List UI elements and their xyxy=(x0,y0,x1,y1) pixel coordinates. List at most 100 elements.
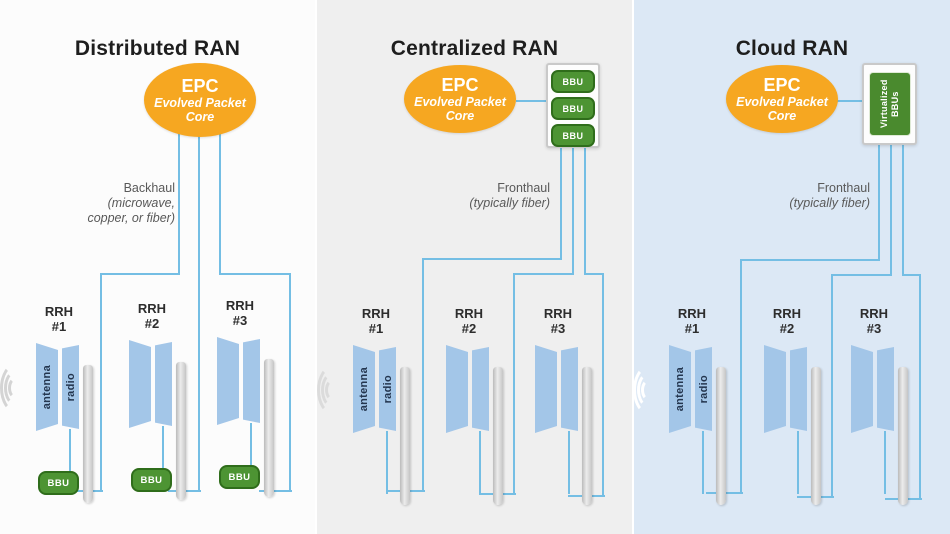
bbu-hub: BBU BBU BBU xyxy=(546,63,600,148)
radio-label: radio xyxy=(64,372,77,402)
mast-pole xyxy=(811,367,821,505)
connection-line xyxy=(878,145,880,261)
connection-line xyxy=(831,274,892,276)
connection-line xyxy=(219,273,291,275)
rrh-site-2: RRH #2 xyxy=(764,306,828,512)
connection-line xyxy=(259,490,292,492)
connection-line xyxy=(602,273,604,497)
radio-panel xyxy=(790,347,807,431)
epc-abbr: EPC xyxy=(181,76,219,96)
connection-line xyxy=(100,273,102,492)
antenna-panel xyxy=(129,340,151,428)
connection-line xyxy=(890,145,892,276)
connection-line xyxy=(250,423,252,467)
connection-line xyxy=(386,431,388,494)
antenna-label: antenna xyxy=(358,366,370,412)
radio-panel: radio xyxy=(62,345,79,429)
antenna-label: antenna xyxy=(41,364,53,410)
connection-line xyxy=(902,274,921,276)
virtualized-bbu-hub: Virtualized BBUs xyxy=(862,63,917,145)
backhaul-title: Backhaul xyxy=(123,181,175,195)
epc-node: EPC Evolved Packet Core xyxy=(404,65,516,133)
panel-distributed-ran: Distributed RAN EPC Evolved Packet Core … xyxy=(0,0,315,534)
backhaul-note: copper, or fiber) xyxy=(87,211,175,225)
fronthaul-title: Fronthaul xyxy=(497,181,550,195)
connection-line xyxy=(902,145,904,276)
virtualized-bbu-box: Virtualized BBUs xyxy=(869,72,911,136)
fronthaul-note: (typically fiber) xyxy=(469,196,550,210)
radio-panel: radio xyxy=(379,347,396,431)
bbu-box: BBU xyxy=(38,471,79,495)
connection-line xyxy=(584,148,586,275)
bbu-box: BBU xyxy=(219,465,260,489)
rrh-site-2: RRH #2 xyxy=(446,306,510,512)
mast-pole xyxy=(493,367,503,505)
connection-line xyxy=(178,124,180,275)
fronthaul-label: Fronthaul (typically fiber) xyxy=(737,181,870,211)
connection-line xyxy=(740,259,880,261)
radio-panel xyxy=(877,347,894,431)
epc-abbr: EPC xyxy=(441,75,479,95)
rrh-site-1: RRH #1 antenna radio BBU xyxy=(0,304,100,510)
bbu-chip: BBU xyxy=(551,124,595,147)
radio-label: radio xyxy=(697,374,710,404)
panel-cloud-ran: Cloud RAN EPC Evolved Packet Core Virtua… xyxy=(633,0,950,534)
connection-line xyxy=(884,431,886,494)
panel-title: Distributed RAN xyxy=(74,37,241,61)
epc-name: Evolved Packet Core xyxy=(154,96,246,124)
connection-line xyxy=(919,274,921,500)
antenna-panel: antenna xyxy=(36,343,58,431)
fronthaul-title: Fronthaul xyxy=(817,181,870,195)
mast-pole xyxy=(176,362,186,500)
antenna-panel: antenna xyxy=(669,345,691,433)
epc-node: EPC Evolved Packet Core xyxy=(144,63,256,137)
rrh-label: RRH #3 xyxy=(859,306,889,336)
radio-label: radio xyxy=(381,374,394,404)
antenna-panel xyxy=(446,345,468,433)
panel-title: Centralized RAN xyxy=(390,37,559,61)
rrh-label: RRH #2 xyxy=(772,306,802,336)
epc-name: Evolved Packet Core xyxy=(414,95,506,123)
connection-line xyxy=(479,431,481,494)
connection-line xyxy=(289,273,291,492)
connection-line xyxy=(162,426,164,470)
antenna-panel xyxy=(217,337,239,425)
mast-pole xyxy=(716,367,726,505)
rrh-site-3: RRH #3 BBU xyxy=(217,298,281,504)
connection-line xyxy=(831,274,833,498)
radio-panel xyxy=(472,347,489,431)
fronthaul-note: (typically fiber) xyxy=(789,196,870,210)
connection-line xyxy=(516,100,548,102)
connection-line xyxy=(513,273,574,275)
connection-line xyxy=(422,258,424,492)
mast-pole xyxy=(898,367,908,505)
connection-line xyxy=(572,148,574,275)
epc-name: Evolved Packet Core xyxy=(736,95,828,123)
antenna-panel: antenna xyxy=(353,345,375,433)
signal-waves-icon xyxy=(317,359,356,415)
bbu-chip: BBU xyxy=(551,97,595,120)
connection-line xyxy=(513,273,515,495)
rrh-site-1: RRH #1 antenna radio xyxy=(317,306,417,512)
radio-panel xyxy=(561,347,578,431)
connection-line xyxy=(219,124,221,275)
connection-line xyxy=(568,431,570,494)
mast-pole xyxy=(400,367,410,505)
connection-line xyxy=(100,273,180,275)
epc-abbr: EPC xyxy=(763,75,801,95)
rrh-site-3: RRH #3 xyxy=(851,306,915,512)
antenna-panel xyxy=(535,345,557,433)
rrh-label: RRH #1 xyxy=(677,306,707,336)
rrh-label: RRH #3 xyxy=(543,306,573,336)
radio-panel xyxy=(243,339,260,423)
radio-panel: radio xyxy=(695,347,712,431)
connection-line xyxy=(422,258,562,260)
bbu-box: BBU xyxy=(131,468,172,492)
antenna-panel xyxy=(851,345,873,433)
rrh-site-3: RRH #3 xyxy=(535,306,599,512)
rrh-site-2: RRH #2 BBU xyxy=(129,301,193,507)
connection-line xyxy=(797,431,799,494)
rrh-label: RRH #2 xyxy=(454,306,484,336)
panel-centralized-ran: Centralized RAN EPC Evolved Packet Core … xyxy=(317,0,632,534)
